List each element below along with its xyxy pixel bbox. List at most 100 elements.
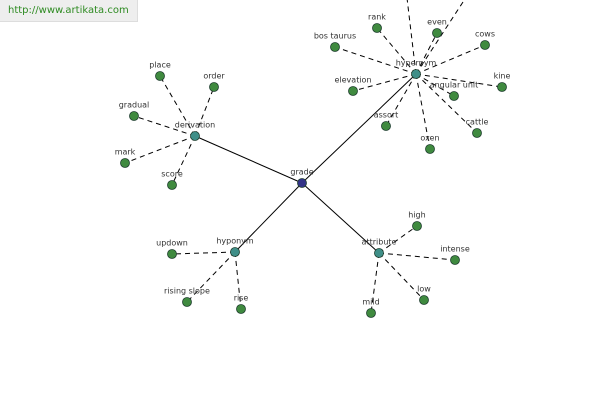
leaf-node-updown-dot[interactable] xyxy=(167,249,177,259)
leaf-node-high-label: high xyxy=(408,211,425,220)
leaf-node-assort-dot[interactable] xyxy=(381,121,391,131)
leaf-node-cows[interactable]: cows xyxy=(475,30,495,50)
relation-node-hyponym-label: hyponym xyxy=(216,237,254,246)
edge-attribute-high xyxy=(378,225,418,254)
leaf-node-rank[interactable]: rank xyxy=(368,13,386,33)
leaf-node-low-dot[interactable] xyxy=(419,295,429,305)
leaf-node-oxen[interactable]: oxen xyxy=(420,134,440,154)
leaf-node-cows-label: cows xyxy=(475,30,495,39)
leaf-node-order-label: order xyxy=(203,72,225,81)
leaf-node-score-dot[interactable] xyxy=(167,180,177,190)
leaf-node-kine[interactable]: kine xyxy=(494,72,511,92)
leaf-node-even-label: even xyxy=(427,18,447,27)
leaf-node-rise-label: rise xyxy=(234,294,249,303)
leaf-node-mild[interactable]: mild xyxy=(362,298,380,318)
leaf-node-mild-dot[interactable] xyxy=(366,308,376,318)
leaf-node-high-dot[interactable] xyxy=(412,221,422,231)
edge-attribute-intense xyxy=(378,252,456,261)
leaf-node-rank-dot[interactable] xyxy=(372,23,382,33)
leaf-node-rising-slope[interactable]: rising slope xyxy=(164,287,210,307)
leaf-node-place-label: place xyxy=(149,61,171,70)
leaf-node-angular-unit[interactable]: angular unit xyxy=(430,81,479,101)
edge-hypernym-oxen xyxy=(415,73,431,150)
leaf-node-rise[interactable]: rise xyxy=(234,294,249,314)
leaf-node-updown-label: updown xyxy=(156,239,188,248)
leaf-node-kine-dot[interactable] xyxy=(497,82,507,92)
leaf-node-kine-label: kine xyxy=(494,72,511,81)
relation-node-hypernym-dot[interactable] xyxy=(411,69,421,79)
leaf-node-place[interactable]: place xyxy=(149,61,171,81)
relation-node-hypernym-label: hypernym xyxy=(396,59,437,68)
leaf-node-place-dot[interactable] xyxy=(155,71,165,81)
leaf-node-even[interactable]: even xyxy=(427,18,447,38)
leaf-node-rise-dot[interactable] xyxy=(236,304,246,314)
leaf-node-gradual-dot[interactable] xyxy=(129,111,139,121)
relation-node-attribute[interactable]: attribute xyxy=(362,238,397,258)
edge-hyponym-rising-slope xyxy=(186,251,236,303)
edge-derivation-mark xyxy=(124,135,196,164)
leaf-node-cattle-dot[interactable] xyxy=(472,128,482,138)
leaf-node-mark[interactable]: mark xyxy=(115,148,136,168)
leaf-node-bos-taurus[interactable]: bos taurus xyxy=(314,32,356,52)
leaf-node-intense-dot[interactable] xyxy=(450,255,460,265)
leaf-node-elevation-dot[interactable] xyxy=(348,86,358,96)
leaf-node-order[interactable]: order xyxy=(203,72,225,92)
edge-hypernym-rank xyxy=(376,27,417,75)
relation-node-hypernym[interactable]: hypernym xyxy=(396,59,437,79)
leaf-node-cattle[interactable]: cattle xyxy=(466,118,489,138)
leaf-node-mild-label: mild xyxy=(362,298,379,307)
leaf-node-order-dot[interactable] xyxy=(209,82,219,92)
edge-hypernym-even xyxy=(415,32,438,75)
root-node-grade[interactable]: grade xyxy=(290,168,314,188)
edge-hyponym-updown xyxy=(171,251,236,255)
relation-node-derivation[interactable]: derivation xyxy=(175,121,215,141)
leaf-node-mark-dot[interactable] xyxy=(120,158,130,168)
edge-root-derivation xyxy=(194,135,303,184)
edge-hyponym-rise xyxy=(234,251,242,310)
edge-root-attribute xyxy=(301,182,380,254)
leaf-node-elevation[interactable]: elevation xyxy=(334,76,372,96)
leaf-node-gradual-label: gradual xyxy=(119,101,150,110)
leaf-node-angular-unit-label: angular unit xyxy=(430,81,479,90)
root-node-grade-dot[interactable] xyxy=(297,178,307,188)
relation-node-derivation-dot[interactable] xyxy=(190,131,200,141)
leaf-node-score[interactable]: score xyxy=(161,170,183,190)
leaf-node-oxen-dot[interactable] xyxy=(425,144,435,154)
relation-node-hyponym[interactable]: hyponym xyxy=(216,237,254,257)
edge-attribute-mild xyxy=(370,252,380,314)
leaf-node-updown[interactable]: updown xyxy=(156,239,188,259)
edge-derivation-place xyxy=(159,75,196,137)
leaf-node-bos-taurus-dot[interactable] xyxy=(330,42,340,52)
leaf-node-cattle-label: cattle xyxy=(466,118,489,127)
leaf-node-mark-label: mark xyxy=(115,148,136,157)
edge-derivation-gradual xyxy=(133,115,196,137)
leaf-node-gradual[interactable]: gradual xyxy=(119,101,150,121)
url-text[interactable]: http://www.artikata.com xyxy=(8,5,129,16)
edge-root-hyponym xyxy=(234,182,303,253)
url-watermark[interactable]: http://www.artikata.com xyxy=(0,0,138,22)
leaf-node-low[interactable]: low xyxy=(417,285,431,305)
leaf-node-angular-unit-dot[interactable] xyxy=(449,91,459,101)
nodes-layer: place order gradual mark score bos taurus rank… xyxy=(115,13,511,318)
edge-hypernym-assort xyxy=(385,73,417,127)
edge-derivation-score xyxy=(171,135,196,186)
leaf-node-low-label: low xyxy=(417,285,431,294)
relation-node-attribute-dot[interactable] xyxy=(374,248,384,258)
leaf-node-rising-slope-dot[interactable] xyxy=(182,297,192,307)
leaf-node-rank-label: rank xyxy=(368,13,386,22)
leaf-node-high[interactable]: high xyxy=(408,211,426,231)
leaf-node-assort[interactable]: assort xyxy=(374,111,399,131)
leaf-node-even-dot[interactable] xyxy=(432,28,442,38)
edges-layer xyxy=(124,0,503,314)
leaf-node-intense[interactable]: intense xyxy=(440,245,470,265)
relation-node-hyponym-dot[interactable] xyxy=(230,247,240,257)
relation-node-derivation-label: derivation xyxy=(175,121,215,130)
leaf-node-bos-taurus-label: bos taurus xyxy=(314,32,356,41)
edge-hypernym-angular-unit xyxy=(415,73,455,97)
edge-hypernym-cows xyxy=(415,44,486,75)
edge-hypernym-elevation xyxy=(352,73,417,92)
leaf-node-cows-dot[interactable] xyxy=(480,40,490,50)
edge-hypernym-kine xyxy=(415,73,503,88)
